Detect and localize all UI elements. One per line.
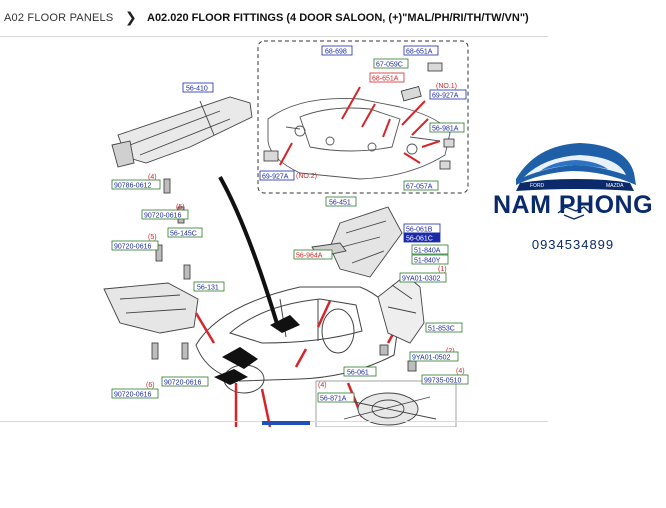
nam-phong-logo: FORD MAZDA — [516, 143, 636, 220]
callout-text: 56-131 — [197, 284, 219, 291]
callout-51-840Y: 51-840Y — [411, 254, 449, 265]
chevron-right-icon: ❯ — [125, 9, 137, 25]
qty-note: (4) — [456, 368, 465, 375]
bracket-56-131 — [103, 282, 199, 334]
callout-67-057A: 67-057A — [403, 180, 439, 191]
callout-56-451: 56-451 — [325, 196, 357, 207]
callout-9YA01-0302: 9YA01-0302 — [399, 272, 447, 283]
callout-text: 90720-0616 — [144, 212, 181, 219]
parts-diagram: 56-410 90786-0612 (4) 90720-0616 (5) 56-… — [103, 40, 469, 427]
callout-text: 69-927A — [262, 173, 289, 180]
callout-56-061: 56-061 — [343, 366, 377, 377]
callout-56-410: 56-410 — [182, 82, 214, 93]
callout-text: 68-651A — [406, 48, 433, 55]
qty-note: (5) — [148, 234, 157, 241]
qty-note: (1) — [438, 266, 447, 273]
callout-99735-0510: 99735-0510 — [421, 374, 469, 385]
callout-56-061C: 56-061C — [403, 232, 441, 243]
breadcrumb-current: A02.020 FLOOR FITTINGS (4 DOOR SALOON, (… — [147, 12, 529, 24]
callout-68-698: 68-698 — [321, 45, 353, 56]
callout-text: 9YA01-0302 — [402, 275, 441, 282]
callout-69-927A-b: 69-927A — [259, 170, 295, 181]
scroll-indicator[interactable] — [262, 421, 310, 425]
floor-panel-56-410 — [111, 96, 253, 168]
callout-text: 56-061C — [406, 235, 433, 242]
callout-text: 90720-0616 — [114, 391, 151, 398]
callout-text: 56-981A — [432, 125, 459, 132]
callout-text: 90720-0616 — [114, 243, 151, 250]
qty-note: (4) — [318, 382, 327, 389]
detail-small-parts — [263, 62, 455, 170]
callout-90786-0612: 90786-0612 — [111, 179, 161, 190]
callout-67-059C: 67-059C — [373, 58, 409, 69]
callout-text: 51-853C — [428, 325, 455, 332]
black-leader-line — [218, 176, 280, 328]
emblem-text: FORD — [530, 183, 545, 189]
qty-note: (4) — [148, 174, 157, 181]
splash-shield-51-840A — [377, 274, 425, 372]
callout-text: 68-698 — [325, 48, 347, 55]
heat-shield-56-451 — [311, 206, 403, 278]
callout-56-145C: 56-145C — [167, 227, 203, 238]
callout-51-840A: 51-840A — [411, 244, 449, 255]
callout-text: 69-927A — [432, 92, 459, 99]
callout-text: 56-410 — [186, 85, 208, 92]
qty-note: (6) — [146, 382, 155, 389]
callout-text: 67-057A — [406, 183, 433, 190]
callout-text: 56-871A — [320, 395, 347, 402]
handshake-icon — [557, 206, 591, 220]
emblem-text: MAZDA — [606, 183, 624, 189]
callout-68-651A-a: 68-651A — [403, 45, 439, 56]
qty-note: (2) — [446, 348, 455, 355]
car-emblem-icon: FORD MAZDA — [516, 143, 636, 191]
car-top-view — [267, 98, 451, 180]
brand-phone: 0934534899 — [531, 237, 615, 252]
callout-68-651A-b: 68-651A — [369, 72, 405, 83]
callout-text: 56-451 — [329, 199, 351, 206]
detail-red-lines — [279, 86, 441, 166]
callout-text: 68-651A — [372, 75, 399, 82]
callout-text: 56-061 — [347, 369, 369, 376]
qty-note: (5) — [176, 204, 185, 211]
detail-box — [257, 40, 469, 194]
callout-text: 90720-0616 — [164, 379, 201, 386]
callout-56-964A: 56-964A — [293, 249, 333, 260]
callout-text: 99735-0510 — [424, 377, 461, 384]
callout-56-061B: 56-061B — [403, 223, 441, 234]
callout-text: 51-840Y — [414, 257, 441, 264]
callout-text: 67-059C — [376, 61, 403, 68]
car-black-floor-panels — [214, 315, 300, 385]
brand-name: NAM PHONG — [492, 191, 654, 219]
callout-51-853C: 51-853C — [425, 322, 463, 333]
callout-56-871A: 56-871A — [317, 392, 355, 403]
callout-56-981A: 56-981A — [429, 122, 465, 133]
callout-9YA01-0502: 9YA01-0502 — [409, 351, 459, 362]
callout-90720-0616-a: 90720-0616 — [141, 209, 189, 220]
callout-text: 9YA01-0502 — [412, 354, 451, 361]
callout-90720-0616-b: 90720-0616 — [111, 240, 159, 251]
callout-text: 56-145C — [170, 230, 197, 237]
callout-69-927A-a: 69-927A — [429, 89, 467, 100]
detail-note: (NO.1) — [436, 83, 457, 90]
callout-text: 51-840A — [414, 247, 441, 254]
callout-text: 56-061B — [406, 226, 433, 233]
breadcrumb-parent[interactable]: A02 FLOOR PANELS — [4, 12, 114, 24]
floor-mechanism-56-871A — [315, 380, 457, 427]
callout-90720-0616-d: 90720-0616 — [161, 376, 209, 387]
callout-56-131: 56-131 — [193, 281, 225, 292]
detail-note: (NO.2) — [296, 173, 317, 180]
callout-text: 56-964A — [296, 252, 323, 259]
callout-90720-0616-c: 90720-0616 — [111, 388, 159, 399]
callout-text: 90786-0612 — [114, 182, 151, 189]
breadcrumb: A02 FLOOR PANELS ❯ A02.020 FLOOR FITTING… — [0, 0, 548, 37]
